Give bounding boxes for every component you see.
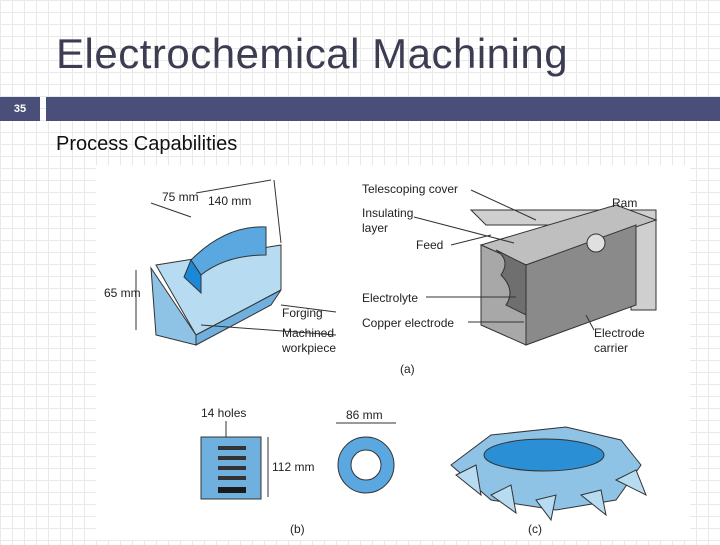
part-c-illustration: (c) xyxy=(450,426,647,536)
turbine-bore xyxy=(483,438,605,472)
machined-blade xyxy=(190,226,267,276)
slot-3 xyxy=(218,466,246,470)
caption-b: (b) xyxy=(290,522,305,536)
electrolyte-gap xyxy=(495,249,527,316)
dim-75-label: 75 mm xyxy=(162,190,199,204)
machined-label-1: Machined xyxy=(282,326,334,340)
dim-65-label: 65 mm xyxy=(104,286,141,300)
process-figure: 75 mm 140 mm 65 mm Forging Machined work… xyxy=(96,165,690,540)
block-side-face xyxy=(195,289,282,346)
slide-title: Electrochemical Machining xyxy=(56,30,569,77)
copper-electrode-label: Copper electrode xyxy=(362,316,454,330)
slide-number: 35 xyxy=(0,97,40,121)
dim-140-label: 140 mm xyxy=(208,194,251,208)
machined-blade-edge xyxy=(183,258,202,295)
workpiece-illustration: 75 mm 140 mm 65 mm Forging Machined work… xyxy=(104,179,336,355)
slide-subtitle: Process Capabilities xyxy=(56,133,238,155)
telescoping-cover-label: Telescoping cover xyxy=(362,182,458,196)
electrolyte-label: Electrolyte xyxy=(362,291,418,305)
electrode-carrier-label-2: carrier xyxy=(594,341,628,355)
ecm-setup-illustration: Telescoping cover Insulating layer Feed … xyxy=(362,182,658,376)
dim-112-label: 112 mm xyxy=(272,460,314,474)
dim-86-label: 86 mm xyxy=(346,408,383,422)
title-bar xyxy=(46,97,720,121)
ring-inner xyxy=(350,449,382,481)
machined-label-2: workpiece xyxy=(281,341,336,355)
part-b-illustration: 14 holes 112 mm 86 mm (b) xyxy=(200,406,396,536)
electrode-carrier-label-1: Electrode xyxy=(594,326,645,340)
slot-2 xyxy=(218,456,246,460)
insulating-label-1: Insulating xyxy=(362,206,413,220)
figure-svg: 75 mm 140 mm 65 mm Forging Machined work… xyxy=(104,179,658,536)
ram-label: Ram xyxy=(612,196,637,210)
insulating-label-2: layer xyxy=(362,221,388,235)
ram-hole xyxy=(586,233,606,253)
slot-4 xyxy=(218,476,246,480)
forging-label: Forging xyxy=(282,306,323,320)
slot-1 xyxy=(218,446,246,450)
feed-label: Feed xyxy=(416,238,443,252)
caption-a: (a) xyxy=(400,362,415,376)
caption-c: (c) xyxy=(528,522,542,536)
holes-label: 14 holes xyxy=(201,406,246,420)
slot-5 xyxy=(218,487,246,493)
